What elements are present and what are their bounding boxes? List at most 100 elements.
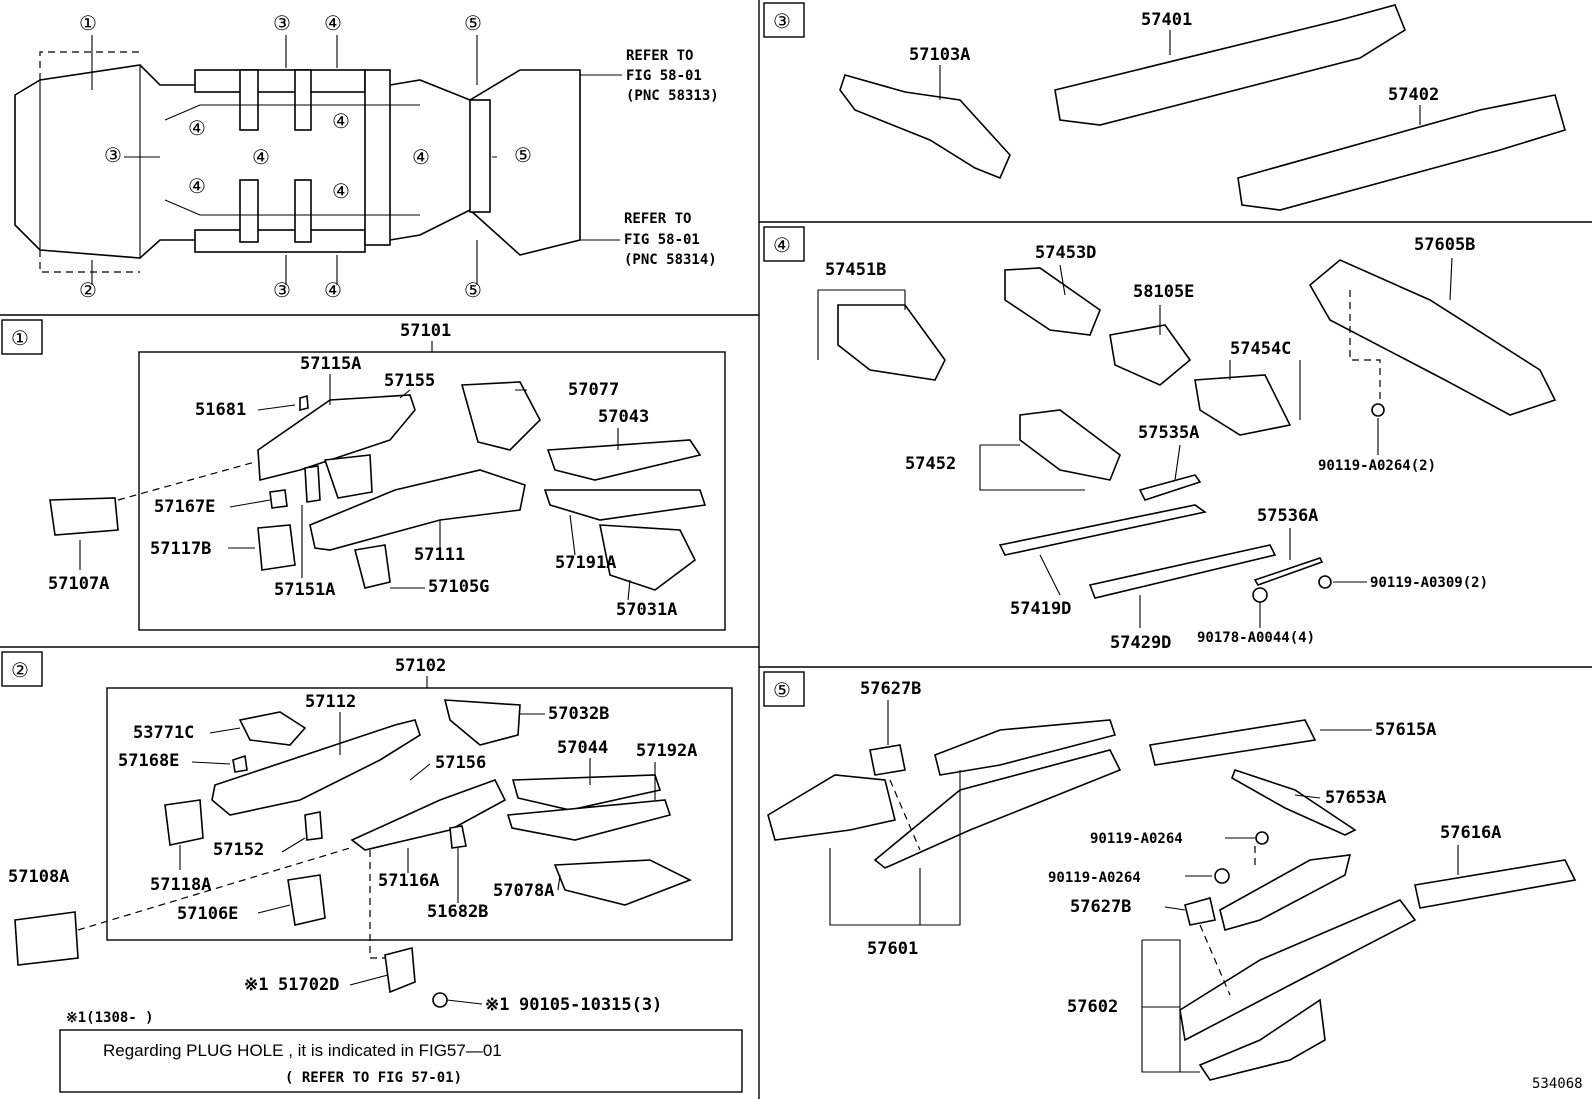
callout-1-top: ① bbox=[79, 11, 97, 35]
section-4: ④ 57451B 57453D 57605B 58105E 57454C 574… bbox=[763, 226, 1557, 653]
part-57601-label: 57601 bbox=[867, 939, 918, 959]
part-57615A-label: 57615A bbox=[1375, 720, 1436, 740]
part-57616A-label: 57616A bbox=[1440, 823, 1501, 843]
part-57043-label: 57043 bbox=[598, 407, 649, 427]
callout-4-c: ④ bbox=[252, 145, 270, 169]
mark-1-a: ※1 bbox=[244, 975, 268, 995]
part-57077-label: 57077 bbox=[568, 380, 619, 400]
part-57112-label: 57112 bbox=[305, 692, 356, 712]
part-57451B-label: 57451B bbox=[825, 260, 886, 280]
plug-hole-refer: ( REFER TO FIG 57-01) bbox=[285, 1070, 462, 1086]
part-57105G-label: 57105G bbox=[428, 577, 489, 597]
part-57106E-label: 57106E bbox=[177, 904, 238, 924]
part-57536A-label: 57536A bbox=[1257, 506, 1318, 526]
part-57453D-label: 57453D bbox=[1035, 243, 1096, 263]
section-5: ⑤ 57627B 57615A 57653A 57616A 57601 5762… bbox=[763, 671, 1577, 1081]
part-57454C-label: 57454C bbox=[1230, 339, 1291, 359]
part-57151A-label: 57151A bbox=[274, 580, 335, 600]
section-1-tag: ① bbox=[11, 326, 29, 350]
section-3: ③ 57401 57103A 57402 bbox=[763, 2, 1566, 211]
fastener-90119-A0264-2-label: 90119-A0264(2) bbox=[1318, 458, 1436, 474]
part-57167E-label: 57167E bbox=[154, 497, 215, 517]
part-57116A-label: 57116A bbox=[378, 871, 439, 891]
part-57401-label: 57401 bbox=[1141, 10, 1192, 30]
part-57627B-top-label: 57627B bbox=[860, 679, 921, 699]
part-57605B-label: 57605B bbox=[1414, 235, 1475, 255]
callout-4-bottom: ④ bbox=[324, 278, 342, 302]
fastener-90119-A0264-a-label: 90119-A0264 bbox=[1090, 831, 1183, 847]
callout-5-bottom: ⑤ bbox=[464, 278, 482, 302]
callout-4-e: ④ bbox=[332, 179, 350, 203]
part-57152-label: 57152 bbox=[213, 840, 264, 860]
part-57044-label: 57044 bbox=[557, 738, 608, 758]
part-58105E-label: 58105E bbox=[1133, 282, 1194, 302]
callout-3-bottom: ③ bbox=[273, 278, 291, 302]
part-57653A-label: 57653A bbox=[1325, 788, 1386, 808]
fastener-51702D-label: 51702D bbox=[278, 975, 339, 995]
section-2-tag: ② bbox=[11, 658, 29, 682]
part-57111-label: 57111 bbox=[414, 545, 465, 565]
callout-4-d: ④ bbox=[332, 109, 350, 133]
callout-2-bottom: ② bbox=[79, 278, 97, 302]
callout-4-a: ④ bbox=[188, 116, 206, 140]
overview-floor-plan bbox=[14, 51, 581, 273]
section-5-tag: ⑤ bbox=[773, 678, 791, 702]
refer-note-bottom: REFER TO FIG 58-01 (PNC 58314) bbox=[624, 211, 717, 268]
fastener-90178-A0044-label: 90178-A0044(4) bbox=[1197, 630, 1315, 646]
section-3-tag: ③ bbox=[773, 9, 791, 33]
part-57402-label: 57402 bbox=[1388, 85, 1439, 105]
part-57192A-label: 57192A bbox=[636, 741, 697, 761]
part-57627B-bottom-label: 57627B bbox=[1070, 897, 1131, 917]
callout-5-mid: ⑤ bbox=[514, 143, 532, 167]
fastener-90105-10315-label: 90105-10315(3) bbox=[519, 995, 662, 1015]
part-57156-label: 57156 bbox=[435, 753, 486, 773]
part-51682B-label: 51682B bbox=[427, 902, 488, 922]
part-57108A-label: 57108A bbox=[8, 867, 69, 887]
refer-note-top: REFER TO FIG 58-01 (PNC 58313) bbox=[626, 48, 719, 104]
svg-text:(PNC 58314): (PNC 58314) bbox=[624, 252, 717, 268]
group-57102-label: 57102 bbox=[395, 656, 446, 676]
svg-text:FIG 58-01: FIG 58-01 bbox=[626, 68, 702, 84]
svg-text:REFER TO: REFER TO bbox=[626, 48, 693, 64]
callout-3-left: ③ bbox=[104, 143, 122, 167]
part-57115A-label: 57115A bbox=[300, 354, 361, 374]
section-4-tag: ④ bbox=[773, 233, 791, 257]
part-57118A-label: 57118A bbox=[150, 875, 211, 895]
part-57535A-label: 57535A bbox=[1138, 423, 1199, 443]
svg-text:(PNC 58313): (PNC 58313) bbox=[626, 88, 719, 104]
callout-4-b: ④ bbox=[188, 174, 206, 198]
part-57168E-label: 57168E bbox=[118, 751, 179, 771]
fastener-90119-A0264-b-label: 90119-A0264 bbox=[1048, 870, 1141, 886]
part-57429D-label: 57429D bbox=[1110, 633, 1171, 653]
part-57155-label: 57155 bbox=[384, 371, 435, 391]
part-57107A-label: 57107A bbox=[48, 574, 109, 594]
part-57032B-label: 57032B bbox=[548, 704, 609, 724]
callout-3-top: ③ bbox=[273, 11, 291, 35]
part-57078A-label: 57078A bbox=[493, 881, 554, 901]
section-1: ① 57101 57115A 57155 51681 57077 57043 5… bbox=[1, 319, 726, 631]
fastener-90119-A0309-label: 90119-A0309(2) bbox=[1370, 575, 1488, 591]
section-2: ② 57102 57112 53771C 57168E 57032B 57044… bbox=[1, 651, 743, 1093]
plug-hole-note: Regarding PLUG HOLE , it is indicated in… bbox=[103, 1041, 502, 1060]
group-57101-label: 57101 bbox=[400, 321, 451, 341]
part-57031A-label: 57031A bbox=[616, 600, 677, 620]
part-57419D-label: 57419D bbox=[1010, 599, 1071, 619]
part-57103A-label: 57103A bbox=[909, 45, 970, 65]
svg-text:REFER TO: REFER TO bbox=[624, 211, 691, 227]
date-note: ※1(1308- ) bbox=[66, 1010, 154, 1026]
part-57191A-label: 57191A bbox=[555, 553, 616, 573]
callout-4-f: ④ bbox=[412, 145, 430, 169]
mark-1-b: ※1 bbox=[485, 995, 509, 1015]
illustration-id: 534068 bbox=[1532, 1076, 1583, 1092]
part-57117B-label: 57117B bbox=[150, 539, 211, 559]
part-51681-label: 51681 bbox=[195, 400, 246, 420]
svg-text:FIG 58-01: FIG 58-01 bbox=[624, 232, 700, 248]
part-53771C-label: 53771C bbox=[133, 723, 194, 743]
callout-5-top: ⑤ bbox=[464, 11, 482, 35]
callout-4-top: ④ bbox=[324, 11, 342, 35]
part-57452-label: 57452 bbox=[905, 454, 956, 474]
part-57602-label: 57602 bbox=[1067, 997, 1118, 1017]
overview-callouts: ① ③ ④ ⑤ ③ ④ ④ ④ ⑤ ④ ④ ④ ② ③ ④ ⑤ bbox=[79, 11, 622, 302]
